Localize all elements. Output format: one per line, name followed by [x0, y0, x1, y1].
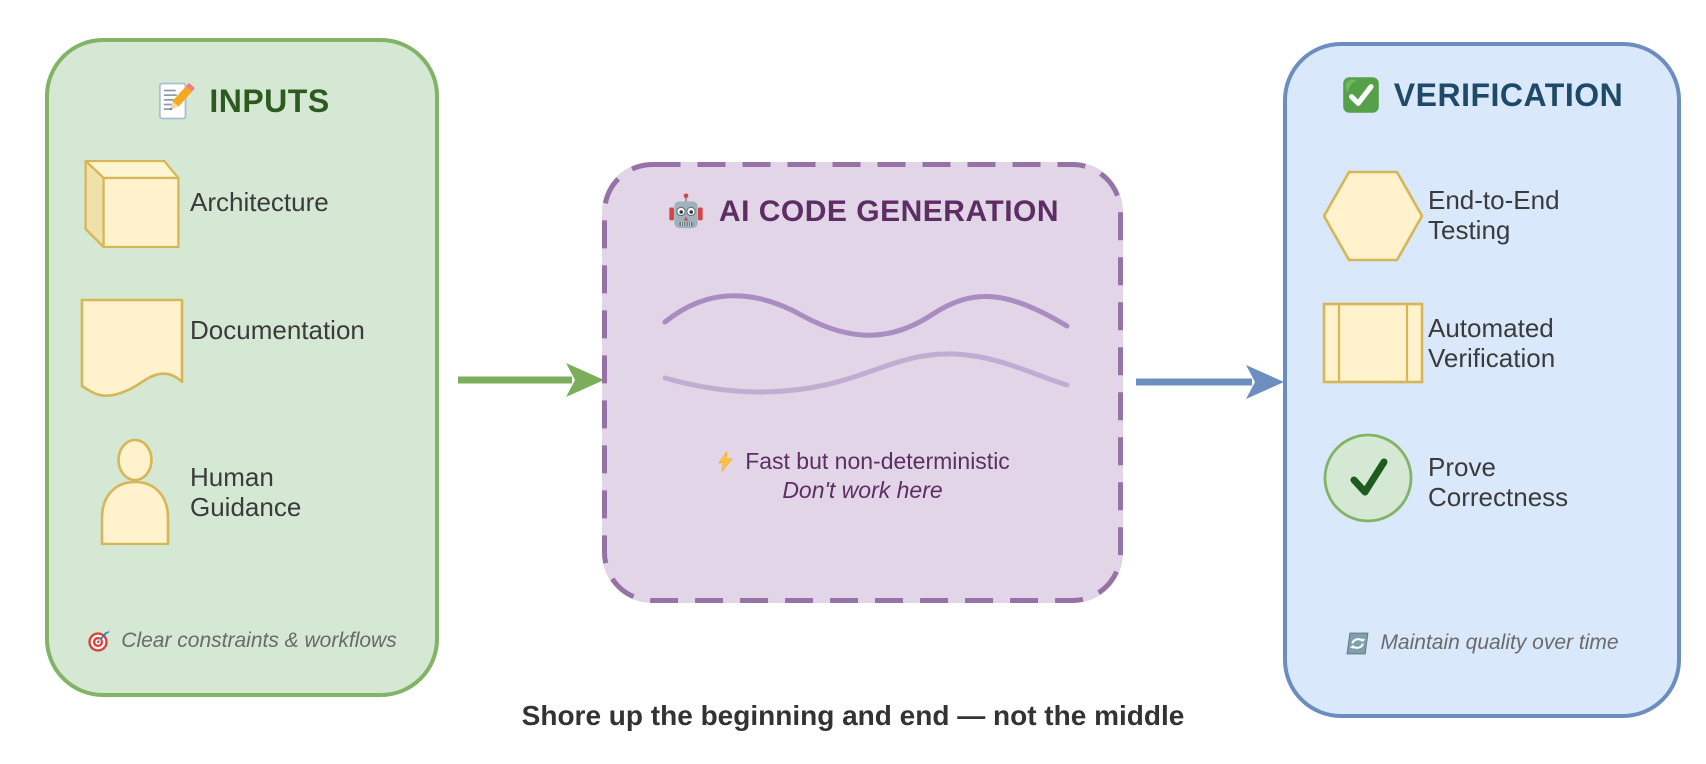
ai-code-generation-panel: AI CODE GENERATION Fast but non-determin…: [602, 162, 1123, 603]
inputs-panel: INPUTS Architecture Documentation: [45, 38, 439, 697]
ai-note-line1: Fast but non-deterministic: [745, 448, 1010, 474]
ai-note-row: Fast but non-deterministic: [602, 448, 1123, 475]
document-icon: [80, 298, 184, 398]
person-icon: [98, 438, 172, 545]
robot-icon: [666, 192, 706, 232]
inputs-footer: Clear constraints & workflows: [49, 624, 435, 658]
ai-note-line2: Don't work here: [782, 477, 943, 503]
memo-icon: [154, 80, 196, 122]
hexagon-icon: [1322, 170, 1424, 262]
verification-footer-text: Maintain quality over time: [1380, 631, 1619, 654]
target-icon: [87, 629, 111, 653]
verification-footer: Maintain quality over time: [1287, 626, 1677, 660]
ai-title: AI CODE GENERATION: [718, 195, 1060, 228]
ai-title-row: AI CODE GENERATION: [602, 189, 1123, 235]
inputs-footer-text: Clear constraints & workflows: [121, 629, 397, 652]
verification-title-row: VERIFICATION: [1287, 72, 1677, 118]
check-circle-icon: [1322, 432, 1414, 524]
inputs-to-ai-arrow: [456, 360, 606, 400]
inputs-title: INPUTS: [209, 82, 330, 119]
cube-icon: [84, 160, 180, 248]
ai-to-verification-arrow: [1134, 362, 1286, 402]
process-icon: [1322, 302, 1424, 384]
lightning-icon: [715, 451, 736, 472]
noise-waves: [655, 280, 1075, 405]
item-label-documentation: Documentation: [190, 315, 365, 345]
inputs-title-row: INPUTS: [49, 78, 435, 124]
bottom-caption: Shore up the beginning and end — not the…: [521, 700, 1185, 731]
refresh-icon: [1345, 631, 1370, 656]
verification-title: VERIFICATION: [1393, 76, 1624, 113]
item-label-architecture: Architecture: [190, 187, 329, 217]
checkbox-icon: [1341, 75, 1381, 115]
